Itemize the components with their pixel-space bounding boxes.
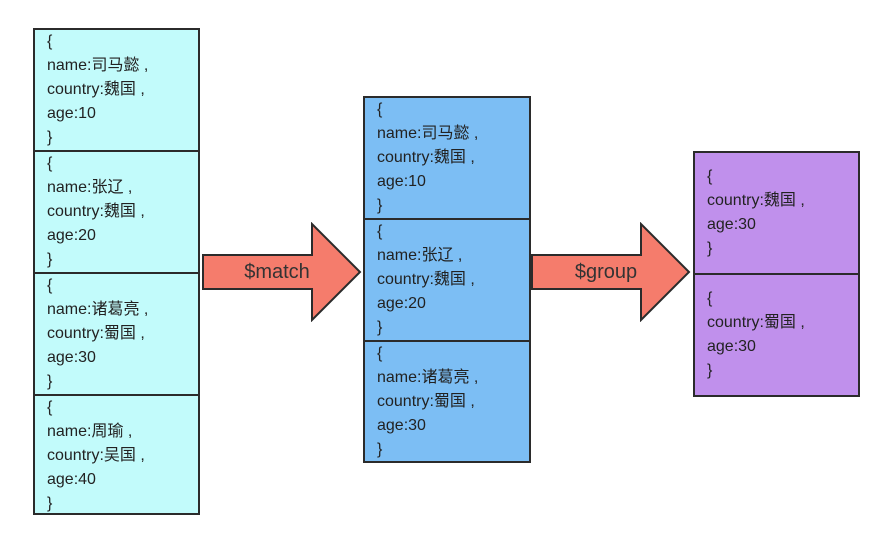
- document-text: { name:诸葛亮 , country:蜀国 , age:30 }: [47, 277, 149, 390]
- document-text: { country:蜀国 , age:30 }: [707, 290, 805, 379]
- document-text: { name:司马懿 , country:魏国 , age:10 }: [377, 101, 479, 214]
- document-cell: { country:蜀国 , age:30 }: [695, 273, 858, 395]
- document-text: { name:司马懿 , country:魏国 , age:10 }: [47, 33, 149, 146]
- matched-documents-box: { name:司马懿 , country:魏国 , age:10 } { nam…: [363, 96, 531, 463]
- right-arrow-icon: [531, 222, 691, 322]
- document-cell: { name:周瑜 , country:吴国 , age:40 }: [35, 394, 198, 516]
- document-cell: { country:魏国 , age:30 }: [695, 153, 858, 273]
- document-text: { name:周瑜 , country:吴国 , age:40 }: [47, 399, 145, 512]
- right-arrow-shape: [531, 222, 691, 322]
- document-cell: { name:司马懿 , country:魏国 , age:10 }: [35, 30, 198, 150]
- document-text: { name:张辽 , country:魏国 , age:20 }: [377, 223, 475, 336]
- match-arrow-label: $match: [244, 261, 310, 283]
- right-arrow-shape: [202, 222, 362, 322]
- right-arrow-icon: [202, 222, 362, 322]
- grouped-result-box: { country:魏国 , age:30 } { country:蜀国 , a…: [693, 151, 860, 397]
- document-text: { name:诸葛亮 , country:蜀国 , age:30 }: [377, 345, 479, 458]
- document-text: { country:魏国 , age:30 }: [707, 168, 805, 257]
- document-cell: { name:张辽 , country:魏国 , age:20 }: [365, 218, 529, 340]
- match-arrow: $match: [202, 222, 362, 322]
- document-cell: { name:诸葛亮 , country:蜀国 , age:30 }: [365, 340, 529, 462]
- document-cell: { name:诸葛亮 , country:蜀国 , age:30 }: [35, 272, 198, 394]
- document-text: { name:张辽 , country:魏国 , age:20 }: [47, 155, 145, 268]
- group-arrow-label: $group: [574, 261, 638, 283]
- document-cell: { name:张辽 , country:魏国 , age:20 }: [35, 150, 198, 272]
- document-cell: { name:司马懿 , country:魏国 , age:10 }: [365, 98, 529, 218]
- source-collection-box: { name:司马懿 , country:魏国 , age:10 } { nam…: [33, 28, 200, 515]
- group-arrow: $group: [531, 222, 691, 322]
